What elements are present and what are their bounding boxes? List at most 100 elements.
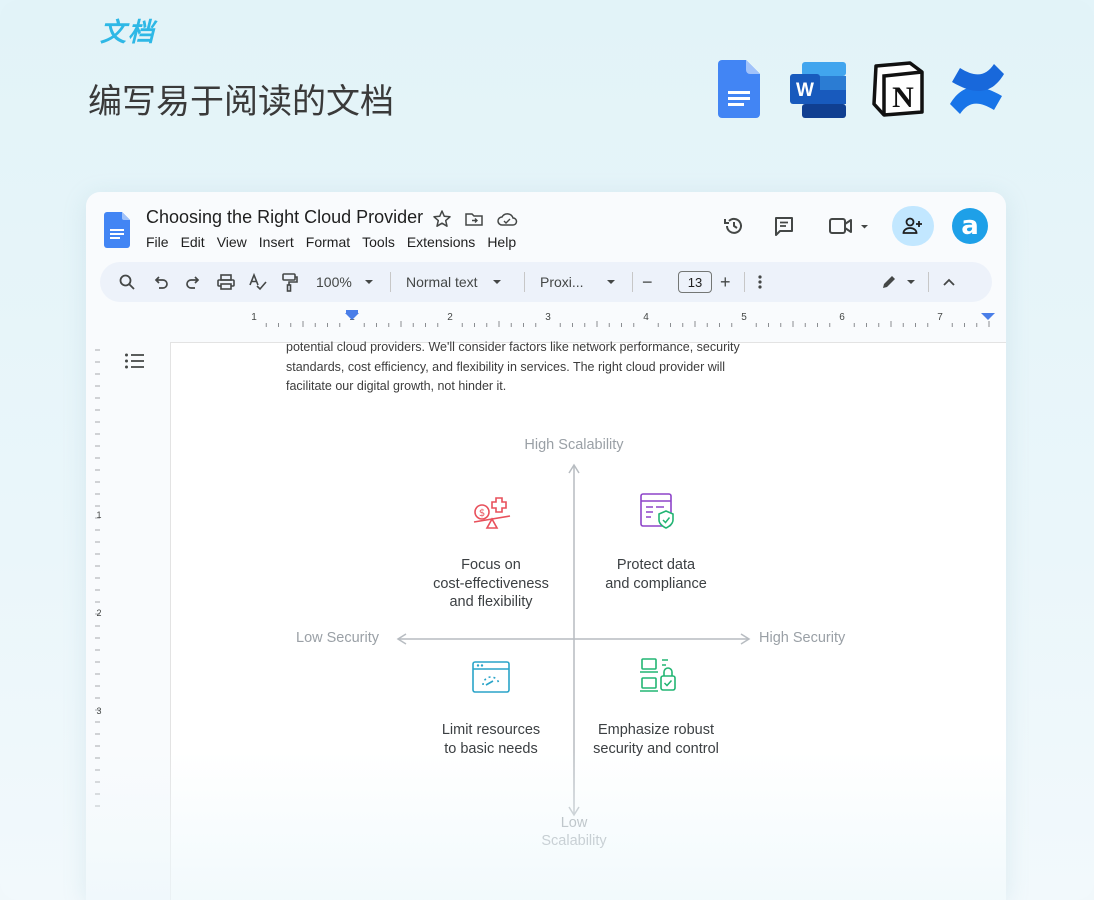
toolbar-divider — [744, 272, 745, 292]
quadrant-label-line: Limit resources — [441, 722, 541, 738]
ruler-number: 5 — [741, 312, 747, 323]
chevron-down-icon — [907, 280, 915, 284]
move-to-folder-icon[interactable] — [464, 209, 484, 229]
quadrant-top-right-label: Protect data and compliance — [571, 556, 741, 593]
font-size-input[interactable]: 13 — [678, 271, 712, 293]
menu-help[interactable]: Help — [487, 234, 517, 250]
account-avatar[interactable]: a — [952, 208, 988, 244]
quadrant-bottom-left-label: Limit resources to basic needs — [406, 721, 576, 758]
quadrant-label-line: Protect data — [616, 557, 696, 573]
y-axis-bottom-label-line: Low — [560, 815, 588, 831]
paint-format-icon[interactable] — [280, 262, 298, 302]
confluence-icon — [948, 60, 1006, 123]
increase-font-size-button[interactable]: + — [720, 271, 731, 292]
menu-view[interactable]: View — [216, 234, 247, 250]
menu-tools[interactable]: Tools — [362, 234, 395, 250]
toolbar-divider — [632, 272, 633, 292]
search-menus-icon[interactable] — [118, 262, 136, 302]
quadrant-top-left-label: Focus on cost-effectiveness and flexibil… — [406, 556, 576, 612]
editing-mode-select[interactable] — [880, 262, 916, 302]
redo-icon[interactable] — [184, 262, 202, 302]
menu-format[interactable]: Format — [305, 234, 351, 250]
toolbar-divider — [524, 272, 525, 292]
quadrant-diagram[interactable]: High Scalability Low Scalability Low Sec… — [286, 432, 866, 852]
notion-icon: N — [870, 60, 926, 123]
document-title[interactable]: Choosing the Right Cloud Provider — [146, 207, 424, 227]
hide-menus-icon[interactable] — [942, 262, 956, 302]
ruler-number: 4 — [643, 312, 649, 323]
quadrant-label-line: and flexibility — [449, 594, 533, 610]
x-axis-left-arrow — [396, 633, 407, 645]
menu-edit[interactable]: Edit — [180, 234, 205, 250]
comments-icon[interactable] — [772, 214, 796, 243]
google-docs-icon — [718, 60, 760, 123]
paragraph-style-select[interactable]: Normal text — [406, 262, 502, 302]
toolbar-divider — [390, 272, 391, 292]
chevron-down-icon — [492, 280, 501, 284]
svg-text:$: $ — [479, 508, 485, 519]
formatting-toolbar: 100% Normal text Proxi... − 13 + — [100, 262, 992, 302]
version-history-icon[interactable] — [722, 214, 746, 243]
horizontal-ruler: 11234567 — [251, 310, 995, 327]
document-body-text[interactable]: potential cloud providers. We'll conside… — [286, 338, 786, 397]
zoom-value: 100% — [316, 274, 352, 290]
more-options-icon[interactable] — [758, 262, 762, 302]
cost-scale-icon: $ — [472, 496, 512, 537]
headline: 编写易于阅读的文档 — [88, 82, 394, 122]
quadrant-label-line: cost-effectiveness — [433, 575, 549, 592]
add-person-icon — [902, 217, 922, 234]
body-line: facilitate our digital growth, not hinde… — [286, 379, 507, 393]
title-icons — [432, 209, 518, 229]
zoom-select[interactable]: 100% — [316, 262, 374, 302]
x-axis-left-label: Low Security — [296, 630, 380, 646]
toolbar-divider — [928, 272, 929, 292]
menu-file[interactable]: File — [146, 234, 169, 250]
y-axis-top-label: High Scalability — [524, 437, 624, 453]
x-axis-right-label: High Security — [759, 630, 846, 646]
star-icon[interactable] — [432, 209, 452, 229]
print-icon[interactable] — [216, 262, 236, 302]
docs-logo-icon[interactable] — [104, 212, 130, 253]
quadrant-label-line: to basic needs — [444, 740, 538, 757]
pencil-icon — [883, 276, 895, 288]
section-tag: 文档 — [100, 18, 157, 48]
right-indent-marker[interactable] — [981, 313, 995, 320]
secure-servers-icon — [638, 656, 678, 701]
ruler-number: 2 — [447, 312, 453, 323]
quadrant-label-line: Emphasize robust — [597, 722, 715, 738]
secure-document-icon — [639, 492, 677, 537]
ruler-number: 1 — [251, 312, 257, 323]
paragraph-style-value: Normal text — [406, 274, 478, 290]
decrease-font-size-button[interactable]: − — [642, 271, 653, 292]
svg-text:W: W — [796, 80, 814, 101]
menu-extensions[interactable]: Extensions — [406, 234, 476, 250]
chevron-down-icon — [606, 280, 615, 284]
y-axis-bottom-label: Low Scalability — [524, 814, 624, 850]
undo-icon[interactable] — [152, 262, 170, 302]
menu-insert[interactable]: Insert — [258, 234, 294, 250]
y-axis-bottom-label-line: Scalability — [541, 833, 607, 849]
share-button[interactable] — [892, 206, 934, 246]
ruler-number: 6 — [839, 312, 845, 323]
body-line: potential cloud providers. We'll conside… — [286, 340, 740, 354]
spellcheck-icon[interactable] — [248, 262, 268, 302]
left-indent-marker[interactable] — [345, 313, 359, 320]
cloud-saved-icon[interactable] — [496, 209, 518, 229]
svg-text:N: N — [892, 81, 914, 114]
ruler-number: 7 — [937, 312, 943, 323]
vruler-number: 3 — [96, 706, 101, 716]
font-value: Proxi... — [540, 274, 584, 290]
quadrant-label-line: and compliance — [605, 575, 707, 592]
vruler-number: 1 — [96, 510, 101, 520]
font-select[interactable]: Proxi... — [540, 262, 616, 302]
y-axis-top-arrow — [568, 463, 580, 474]
x-axis-right-arrow — [740, 633, 751, 645]
meet-video-icon[interactable] — [828, 214, 872, 243]
brand-icons: W N — [716, 60, 1008, 120]
quadrant-label-line: security and control — [593, 740, 719, 757]
vertical-ruler: 123 — [95, 349, 102, 807]
body-line: standards, cost efficiency, and flexibil… — [286, 359, 726, 374]
google-docs-window: Choosing the Right Cloud Provider File E… — [86, 192, 1006, 900]
document-outline-icon[interactable] — [124, 352, 146, 375]
quadrant-bottom-right-label: Emphasize robust security and control — [571, 721, 741, 758]
